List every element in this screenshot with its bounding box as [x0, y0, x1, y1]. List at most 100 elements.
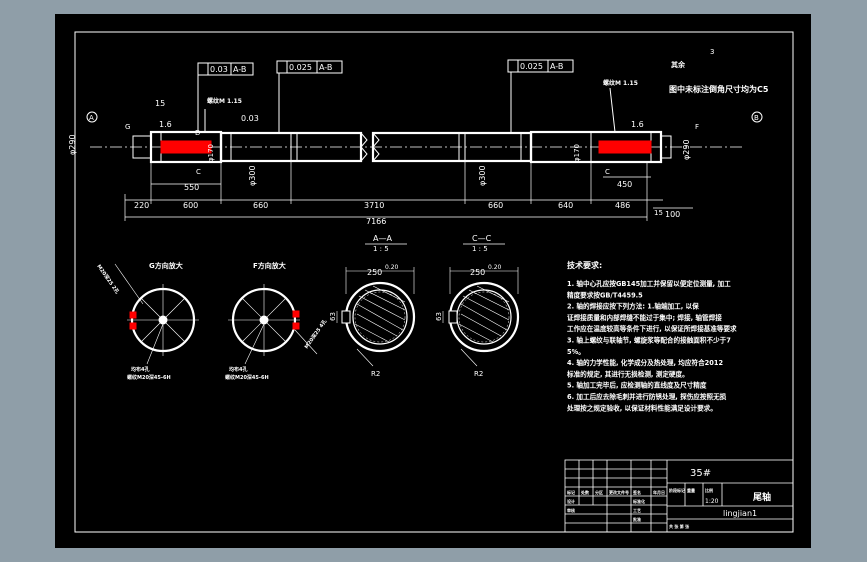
- dim-640: 640: [558, 201, 573, 210]
- datum-a-marker: [86, 111, 98, 123]
- g-view-detail: [114, 263, 199, 365]
- tech-line: 3. 轴上螺纹与联轴节, 螺旋浆等配合的接触面积不少于7: [567, 336, 731, 345]
- tech-title: 技术要求:: [567, 260, 602, 270]
- tolerance-mid-right-value: 0.025: [520, 62, 543, 71]
- dim-3710: 3710: [364, 201, 384, 210]
- dim-100: 100: [665, 210, 680, 219]
- section-c-c: [442, 267, 520, 367]
- dim-660-left: 660: [253, 201, 268, 210]
- drawing-sheet: 0.03 A-B 0.025 A-B 0.025 A-B 其余 3 图中未标注倒…: [55, 14, 811, 548]
- label-16-right: 1.6: [631, 120, 644, 129]
- tb-h6: 年月日: [653, 489, 665, 495]
- g-view-title: G方向放大: [149, 261, 183, 270]
- tolerance-box-mid-left: [276, 60, 343, 74]
- dim-660-right: 660: [488, 201, 503, 210]
- tolerance-mid-left-value: 0.025: [289, 63, 312, 72]
- tb-h5: 签名: [632, 489, 641, 495]
- tb-std: 标准化: [632, 498, 645, 504]
- tb-craft: 工艺: [633, 507, 641, 513]
- label-b: B: [754, 114, 759, 122]
- label-f: F: [695, 123, 699, 131]
- note-chamfer: 图中未标注倒角尺寸均为C5: [669, 84, 769, 94]
- label-c-right: C: [605, 168, 610, 176]
- section-a-a: [336, 267, 416, 367]
- phi-mid-right: φ300: [478, 165, 487, 186]
- tb-check: 审核: [567, 507, 575, 513]
- tech-line: 证焊接质量和内部焊缝不能过于集中; 焊接, 轴管焊接: [567, 313, 722, 322]
- label-15: 15: [155, 99, 165, 108]
- tb-scale: 1:20: [705, 498, 719, 505]
- tb-drawing-no: lingjian1: [723, 509, 757, 518]
- dim-7166: 7166: [366, 217, 386, 226]
- title-block: [564, 459, 794, 533]
- g-hole-label: 均布4孔: [131, 366, 149, 373]
- f-hole-label: 均布4孔: [229, 366, 247, 373]
- dim-15: 15: [654, 209, 663, 217]
- tolerance-mid-left-datum: A-B: [319, 63, 332, 72]
- roughness-prefix: 其余: [671, 60, 686, 69]
- tech-requirements: 1. 轴中心孔应按GB145加工并保留以便定位测量, 加工 精度要求按GB/T4…: [566, 279, 737, 412]
- tb-stage: 阶段标记: [669, 487, 685, 493]
- cc-dim: 250: [470, 268, 485, 277]
- phi-right: φ290: [682, 139, 691, 160]
- f-hole-spec: 螺纹M20深45-6H: [225, 374, 269, 381]
- g-side-note: M20深25 2孔: [95, 263, 120, 295]
- f-view-detail: [228, 284, 318, 365]
- dim-600: 600: [183, 201, 198, 210]
- dim-450: 450: [617, 180, 632, 189]
- section-aa-title: A—A: [373, 234, 392, 243]
- flatness-value: 0.03: [241, 114, 259, 123]
- tech-line: 2. 轴的焊接应按下列方法: 1.轴端加工, 以保: [567, 302, 699, 311]
- tb-ratio: 比例: [705, 487, 713, 493]
- tb-h1: 标记: [566, 489, 575, 495]
- label-a: A: [89, 114, 94, 122]
- phi-left: φ290: [68, 134, 77, 155]
- tech-line: 1. 轴中心孔应按GB145加工并保留以便定位测量, 加工: [567, 279, 731, 288]
- shaft-right-journal: [660, 135, 672, 159]
- tech-line: 5. 轴加工完毕后, 应检测轴的直线度及尺寸精度: [567, 381, 707, 390]
- aa-tol: 0.20: [385, 264, 399, 271]
- phi-mid-left: φ300: [248, 165, 257, 186]
- tb-name: 尾轴: [752, 491, 771, 503]
- tolerance-box-left: [197, 62, 254, 76]
- thread-right-note: 螺纹M 1.15: [603, 79, 638, 87]
- tb-material: 35#: [690, 468, 711, 479]
- datum-b-marker: [751, 111, 763, 123]
- dim-550: 550: [184, 183, 199, 192]
- tolerance-mid-right-datum: A-B: [550, 62, 563, 71]
- tb-weight: 重量: [687, 487, 695, 493]
- drawing-canvas: 0.03 A-B 0.025 A-B 0.025 A-B 其余 3 图中未标注倒…: [68, 31, 794, 533]
- f-view-title: F方向放大: [253, 261, 286, 270]
- section-cc-scale: 1 : 5: [472, 245, 488, 253]
- right-thread-hatch: [598, 140, 652, 154]
- g-hole-spec: 螺纹M20深45-6H: [127, 374, 171, 381]
- dim-220: 220: [134, 201, 149, 210]
- tech-line: 标准的规定, 其进行无损检测, 测定硬度。: [566, 369, 689, 378]
- section-cc-title: C—C: [472, 234, 492, 243]
- tb-sheets: 共 张 第 张: [669, 523, 690, 529]
- section-aa-scale: 1 : 5: [373, 245, 389, 253]
- roughness-value: 3: [710, 48, 714, 56]
- tb-h2: 处数: [580, 489, 589, 495]
- tolerance-box-mid-right: [507, 59, 574, 73]
- tolerance-left-value: 0.03: [210, 65, 228, 74]
- tech-line: 处理按之规定验收, 以保证材料性能满足设计要求。: [566, 403, 717, 412]
- label-d: D: [195, 129, 200, 137]
- tech-line: 精度要求按GB/T4459.5: [567, 290, 643, 299]
- aa-width: 63: [329, 312, 337, 321]
- label-c-left: C: [196, 168, 201, 176]
- tb-h3: 分区: [595, 489, 603, 495]
- dim-486: 486: [615, 201, 630, 210]
- cc-radius: R2: [474, 370, 483, 378]
- d170-right: φ170: [573, 144, 581, 162]
- tech-line: 4. 轴的力学性能, 化学成分及热处理, 均应符合2012: [567, 358, 723, 367]
- left-thread-hatch: [160, 140, 212, 154]
- cc-tol: 0.20: [488, 264, 502, 271]
- f-side-note: M20深25 4孔: [303, 318, 328, 350]
- label-16-left: 1.6: [159, 120, 172, 129]
- tb-design: 设计: [567, 498, 575, 504]
- label-g: G: [125, 123, 130, 131]
- tech-line: 6. 加工后应去除毛刺并进行防锈处理, 探伤应按照无损: [567, 392, 727, 401]
- cc-width: 63: [435, 312, 443, 321]
